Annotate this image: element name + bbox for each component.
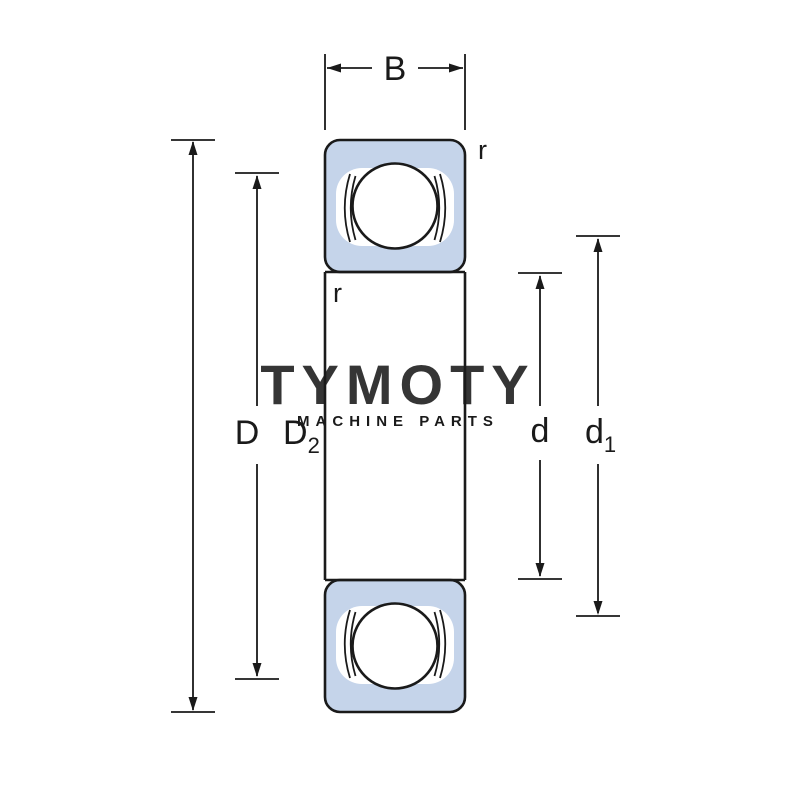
extension-ticks xyxy=(518,272,562,580)
extension-lines xyxy=(324,54,466,130)
watermark-subtitle: MACHINE PARTS xyxy=(297,413,499,430)
arrowhead xyxy=(188,697,198,711)
extension-ticks xyxy=(576,235,620,617)
dimension-d-bore-label: d xyxy=(531,412,550,450)
dimension-d-outer-label: D xyxy=(235,414,260,452)
arrowhead xyxy=(252,663,262,677)
dimension-d2-label: D2 xyxy=(283,414,320,458)
dimension-d1-label-main: d xyxy=(585,413,604,451)
dimension-d2-label-main: D xyxy=(283,414,308,452)
arrowhead xyxy=(593,601,603,615)
watermark: TYMOTY MACHINE PARTS xyxy=(260,353,535,430)
dimension-b-label: B xyxy=(384,50,407,88)
dimension-d2-label-sub: 2 xyxy=(308,433,320,458)
fillet-radius-label-bottom: r xyxy=(333,278,342,308)
dimension-d-outer: D xyxy=(171,139,260,713)
dimension-d1-label: d1 xyxy=(585,413,616,457)
arrowhead xyxy=(535,563,545,577)
arrowhead xyxy=(593,238,603,252)
top-ring-section xyxy=(323,138,467,274)
watermark-title: TYMOTY xyxy=(260,353,535,416)
arrowhead xyxy=(449,63,463,73)
fillet-radius-label-top: r xyxy=(478,135,487,165)
arrowhead xyxy=(327,63,341,73)
bottom-ring-section xyxy=(323,578,467,714)
dimension-d1: d1 xyxy=(576,235,620,617)
dimension-b: B xyxy=(324,50,466,130)
arrowhead xyxy=(252,175,262,189)
extension-ticks xyxy=(171,139,215,713)
arrowhead xyxy=(188,141,198,155)
dimension-d1-label-sub: 1 xyxy=(604,432,616,457)
dimension-d-bore: d xyxy=(518,272,562,580)
extension-ticks xyxy=(235,172,279,680)
dimension-d2: D2 xyxy=(235,172,320,680)
bore-silhouette xyxy=(323,272,467,580)
arrowhead xyxy=(535,275,545,289)
